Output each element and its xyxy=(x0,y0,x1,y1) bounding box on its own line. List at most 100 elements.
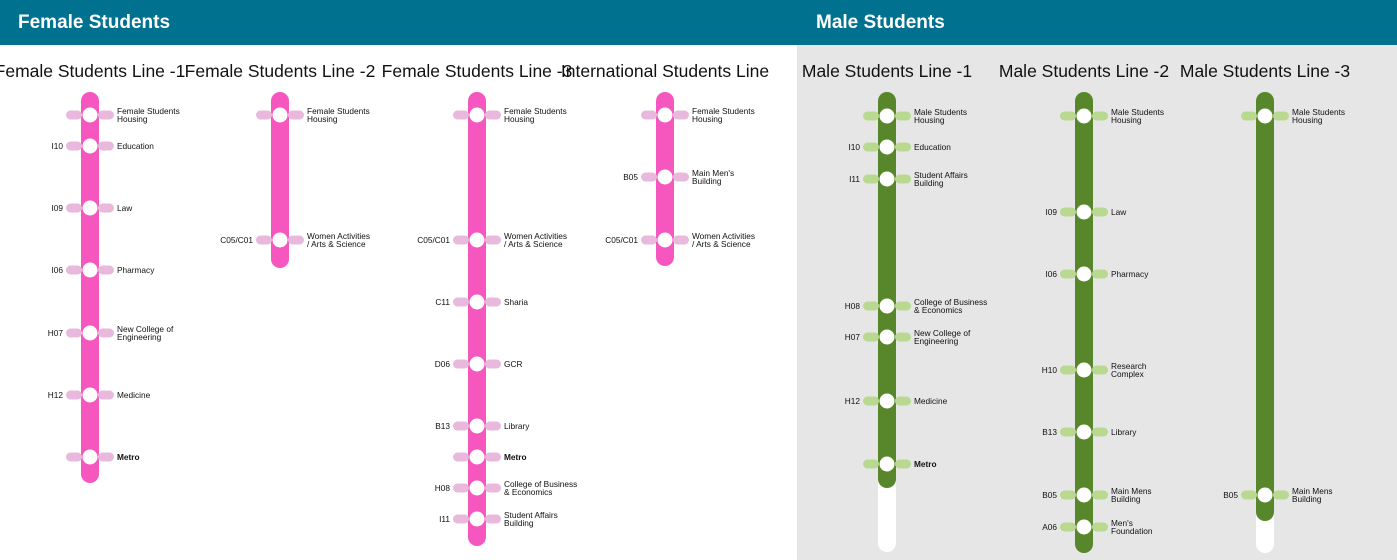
stop-dot[interactable] xyxy=(657,169,673,185)
stop-tab-left xyxy=(66,328,82,338)
stop-tab-right xyxy=(1092,490,1108,500)
stop-dot[interactable] xyxy=(657,107,673,123)
stop-dot[interactable] xyxy=(879,298,895,314)
stop-dot[interactable] xyxy=(82,262,98,278)
stop-label: Main Mens Building xyxy=(1111,486,1152,504)
stop-dot[interactable] xyxy=(82,138,98,154)
stop-dot[interactable] xyxy=(1076,487,1092,503)
stop-dot[interactable] xyxy=(879,171,895,187)
stop-label: Pharmacy xyxy=(117,265,155,275)
stop-tab-right xyxy=(485,110,501,120)
stop-tab-left xyxy=(66,390,82,400)
stop-tab-right xyxy=(98,328,114,338)
stop-code: I06 xyxy=(51,265,63,275)
stop-tab-left xyxy=(453,483,469,493)
line-bar-male-3 xyxy=(1256,92,1274,521)
line-bar-female-1 xyxy=(81,92,99,483)
female-students-header: Female Students xyxy=(0,0,797,45)
stop-tab-left xyxy=(863,174,879,184)
male-students-title: Male Students xyxy=(816,12,945,33)
stop-code: C05/C01 xyxy=(605,235,638,245)
stop-tab-right xyxy=(485,421,501,431)
stop-dot[interactable] xyxy=(1257,108,1273,124)
stop-code: H08 xyxy=(844,301,860,311)
stop-dot[interactable] xyxy=(1257,487,1273,503)
stop-dot[interactable] xyxy=(469,418,485,434)
stop-tab-left xyxy=(453,235,469,245)
stop-code: B05 xyxy=(623,172,638,182)
stop-dot[interactable] xyxy=(879,329,895,345)
stop-tab-left xyxy=(66,452,82,462)
stop-dot[interactable] xyxy=(469,511,485,527)
stop-tab-right xyxy=(895,301,911,311)
stop-code: H12 xyxy=(844,396,860,406)
stop-tab-right xyxy=(485,483,501,493)
stop-tab-left xyxy=(641,235,657,245)
stop-dot[interactable] xyxy=(82,325,98,341)
stop-tab-right xyxy=(895,459,911,469)
stop-tab-left xyxy=(1241,490,1257,500)
stop-tab-right xyxy=(1273,490,1289,500)
stop-dot[interactable] xyxy=(469,356,485,372)
stop-tab-right xyxy=(485,235,501,245)
stop-tab-left xyxy=(1241,111,1257,121)
line-title-male-1: Male Students Line -1 xyxy=(801,61,973,81)
stop-label: Male Students Housing xyxy=(1292,107,1346,125)
stop-code: I06 xyxy=(1045,269,1057,279)
stop-dot[interactable] xyxy=(657,232,673,248)
stop-dot[interactable] xyxy=(469,294,485,310)
stop-tab-left xyxy=(453,297,469,307)
stop-label: Female Students Housing xyxy=(692,106,755,124)
stop-dot[interactable] xyxy=(1076,108,1092,124)
stop-dot[interactable] xyxy=(1076,204,1092,220)
stop-dot[interactable] xyxy=(879,393,895,409)
stop-dot[interactable] xyxy=(1076,266,1092,282)
stop-dot[interactable] xyxy=(1076,424,1092,440)
stop-tab-right xyxy=(895,332,911,342)
stop-dot[interactable] xyxy=(82,449,98,465)
stop-tab-left xyxy=(1060,490,1076,500)
stop-tab-left xyxy=(256,110,272,120)
stop-tab-right xyxy=(1092,522,1108,532)
stop-label: Student Affairs Building xyxy=(914,170,968,188)
stop-dot[interactable] xyxy=(1076,362,1092,378)
stop-tab-left xyxy=(453,452,469,462)
stop-dot[interactable] xyxy=(82,200,98,216)
stop-tab-left xyxy=(641,110,657,120)
stop-dot[interactable] xyxy=(1076,519,1092,535)
stop-dot[interactable] xyxy=(82,387,98,403)
stop-code: I11 xyxy=(439,514,450,524)
stop-dot[interactable] xyxy=(469,232,485,248)
stop-dot[interactable] xyxy=(82,107,98,123)
stop-tab-left xyxy=(641,172,657,182)
stop-tab-left xyxy=(66,265,82,275)
stop-tab-right xyxy=(895,174,911,184)
stop-tab-right xyxy=(673,235,689,245)
stop-label: Law xyxy=(1111,207,1127,217)
stop-label: Metro xyxy=(504,452,527,462)
stop-dot[interactable] xyxy=(879,139,895,155)
stop-code: C05/C01 xyxy=(417,235,450,245)
stop-dot[interactable] xyxy=(469,449,485,465)
stop-code: H08 xyxy=(434,483,450,493)
stop-label: Metro xyxy=(914,459,937,469)
stop-code: B13 xyxy=(435,421,450,431)
stop-dot[interactable] xyxy=(272,107,288,123)
stop-label: Women Activities / Arts & Science xyxy=(504,231,568,249)
stop-tab-left xyxy=(453,514,469,524)
stop-dot[interactable] xyxy=(469,480,485,496)
stop-label: Female Students Housing xyxy=(307,106,370,124)
stop-label: Library xyxy=(504,421,530,431)
stop-dot[interactable] xyxy=(272,232,288,248)
stop-dot[interactable] xyxy=(879,108,895,124)
stop-label: New College of Engineering xyxy=(914,328,971,346)
stop-tab-right xyxy=(1273,111,1289,121)
stop-tab-right xyxy=(98,390,114,400)
line-title-female-1: Female Students Line -1 xyxy=(0,61,186,81)
stop-tab-left xyxy=(66,110,82,120)
stop-label: Education xyxy=(117,141,154,151)
stop-tab-right xyxy=(485,359,501,369)
stop-dot[interactable] xyxy=(879,456,895,472)
stop-code: C05/C01 xyxy=(220,235,253,245)
stop-dot[interactable] xyxy=(469,107,485,123)
